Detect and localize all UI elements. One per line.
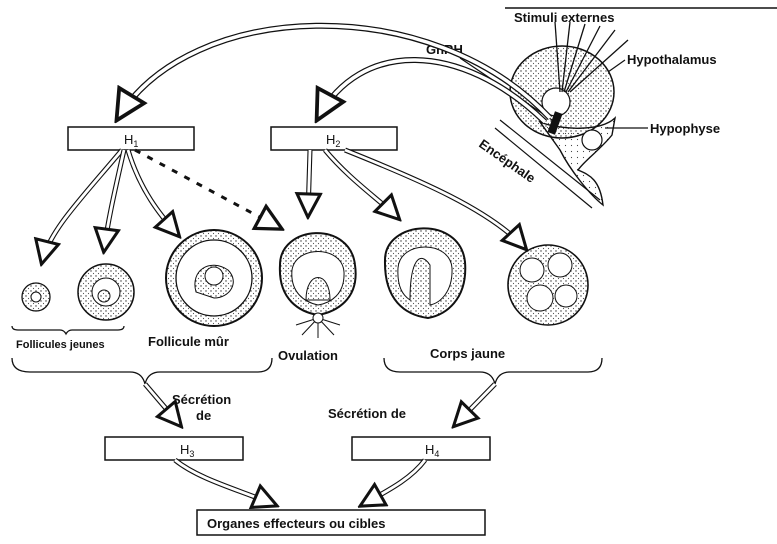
ovulating-follicle (280, 233, 356, 338)
secretion-left-line1: Sécrétion (172, 392, 231, 407)
young-follicles-label: Follicules jeunes (16, 339, 105, 351)
brain-illustration: Stimuli externes Hypothalamus Hypophyse … (426, 8, 777, 208)
target-organs-box: Organes effecteurs ou cibles (197, 510, 485, 535)
hypothalamus-label: Hypothalamus (627, 52, 717, 67)
secretion-left-line2: de (196, 408, 211, 423)
mature-follicle (166, 230, 262, 326)
young-follicles-brace (12, 326, 124, 334)
follicular-phase-brace (12, 358, 272, 384)
mature-follicle-label: Follicule mûr (148, 334, 229, 349)
target-organs-label: Organes effecteurs ou cibles (207, 516, 385, 531)
stimuli-label: Stimuli externes (514, 10, 614, 25)
h4-box: H4 (352, 437, 490, 460)
young-follicle-small (22, 283, 50, 311)
corpus-luteum-mature (508, 245, 588, 325)
hypophyse-label: Hypophyse (650, 121, 720, 136)
ovulation-label: Ovulation (278, 348, 338, 363)
luteal-phase-brace (384, 358, 602, 384)
corps-jaune-label: Corps jaune (430, 346, 505, 361)
h2-box: H2 (271, 127, 397, 150)
hormone-release-arrows (118, 26, 550, 122)
hypothalamus-pointer (608, 60, 625, 72)
young-follicle-medium (78, 264, 134, 320)
hypophyse-lobe (582, 130, 602, 150)
target-arrows (175, 460, 425, 505)
h3-box: H3 (105, 437, 243, 460)
h1-box: H1 (68, 127, 194, 150)
corpus-luteum-forming (385, 228, 465, 318)
secretion-right-label: Sécrétion de (328, 406, 406, 421)
